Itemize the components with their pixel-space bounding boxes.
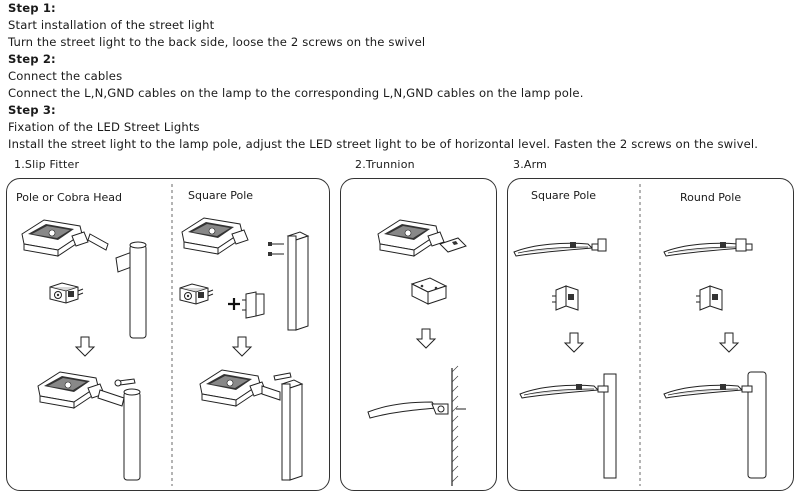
arm-bracket-icon xyxy=(696,285,723,311)
wrench-icon xyxy=(114,378,136,387)
arm-bracket-icon xyxy=(552,285,579,311)
trunnion-panel xyxy=(340,178,497,491)
street-light-icon xyxy=(513,238,607,257)
wrench-icon xyxy=(273,372,292,381)
down-arrow-icon xyxy=(75,336,95,357)
street-light-assembled-icon xyxy=(199,369,304,481)
slip-fitter-bracket-icon xyxy=(49,282,84,304)
instruction-steps: Step 1: Start installation of the street… xyxy=(8,0,798,153)
slip-fitter-square-pole-label: Square Pole xyxy=(188,189,254,202)
wall-icon xyxy=(451,365,459,486)
step-2-line-1: Connect the cables xyxy=(8,69,123,83)
down-arrow-icon xyxy=(719,332,739,353)
street-light-round-pole-icon xyxy=(663,371,767,479)
slip-fitter-bracket-icon xyxy=(179,283,214,305)
street-light-assembled-icon xyxy=(37,371,141,481)
down-arrow-icon xyxy=(564,332,584,353)
square-pole-adapter-icon xyxy=(242,291,265,319)
slip-fitter-label: 1.Slip Fitter xyxy=(14,158,80,171)
square-pole-icon xyxy=(268,231,310,331)
arm-panel xyxy=(507,178,794,491)
step-1-line-1: Start installation of the street light xyxy=(8,18,215,32)
down-arrow-icon xyxy=(232,336,252,357)
step-3-heading: Step 3: xyxy=(8,103,56,117)
arm-label: 3.Arm xyxy=(513,158,548,171)
step-3-line-1: Fixation of the LED Street Lights xyxy=(8,120,200,134)
street-light-square-pole-icon xyxy=(519,373,617,479)
trunnion-bracket-icon xyxy=(410,277,448,305)
slip-fitter-panel xyxy=(6,178,330,491)
arm-round-pole-label: Round Pole xyxy=(680,191,742,204)
step-1-line-2: Turn the street light to the back side, … xyxy=(8,35,426,49)
street-light-icon xyxy=(377,219,467,257)
street-light-icon xyxy=(181,217,249,255)
pole-or-cobra-head-label: Pole or Cobra Head xyxy=(16,191,122,204)
street-light-wall-mounted-icon xyxy=(367,401,466,419)
trunnion-label: 2.Trunnion xyxy=(355,158,415,171)
round-pole-icon xyxy=(115,241,147,339)
step-2-heading: Step 2: xyxy=(8,52,56,66)
street-light-icon xyxy=(21,219,109,257)
plus-icon xyxy=(228,298,240,310)
arm-square-pole-label: Square Pole xyxy=(531,189,597,202)
street-light-icon xyxy=(663,238,753,257)
step-1-heading: Step 1: xyxy=(8,1,56,15)
step-2-line-2: Connect the L,N,GND cables on the lamp t… xyxy=(8,86,584,100)
step-3-line-2: Install the street light to the lamp pol… xyxy=(8,137,759,151)
down-arrow-icon xyxy=(416,328,436,349)
